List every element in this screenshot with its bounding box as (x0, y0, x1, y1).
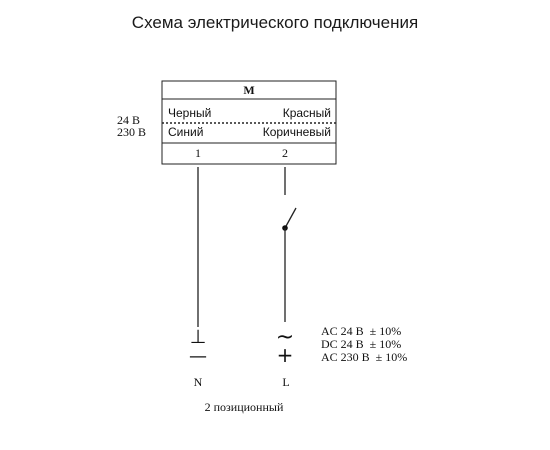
wire-brown-label: Коричневый (263, 125, 331, 139)
ground-symbol: ⊥ (190, 326, 207, 348)
supply-option-ac24: AC 24 В ± 10% (321, 324, 401, 338)
terminal-l-label: L (282, 375, 289, 389)
motor-label: M (243, 83, 254, 97)
switch-lever (284, 207, 297, 229)
wire-black-label: Черный (168, 106, 211, 120)
terminal-2-label: 2 (282, 146, 288, 160)
supply-option-ac230: AC 230 В ± 10% (321, 350, 407, 364)
ac-symbol: ~ (276, 325, 294, 350)
plus-symbol: + (277, 343, 294, 367)
terminal-1-label: 1 (195, 146, 201, 160)
voltage-label-24v: 24 В (117, 113, 140, 127)
diagram-caption: 2 позиционный (205, 400, 284, 414)
diagram-title: Схема электрического подключения (132, 13, 418, 32)
supply-option-dc24: DC 24 В ± 10% (321, 337, 401, 351)
wire-blue-label: Синий (168, 125, 203, 139)
voltage-label-230v: 230 В (117, 125, 146, 139)
minus-symbol: — (189, 346, 207, 367)
motor-block: M Черный Красный Синий Коричневый 1 2 (161, 80, 337, 165)
terminal-n-label: N (194, 375, 203, 389)
wire-red-label: Красный (283, 106, 331, 120)
